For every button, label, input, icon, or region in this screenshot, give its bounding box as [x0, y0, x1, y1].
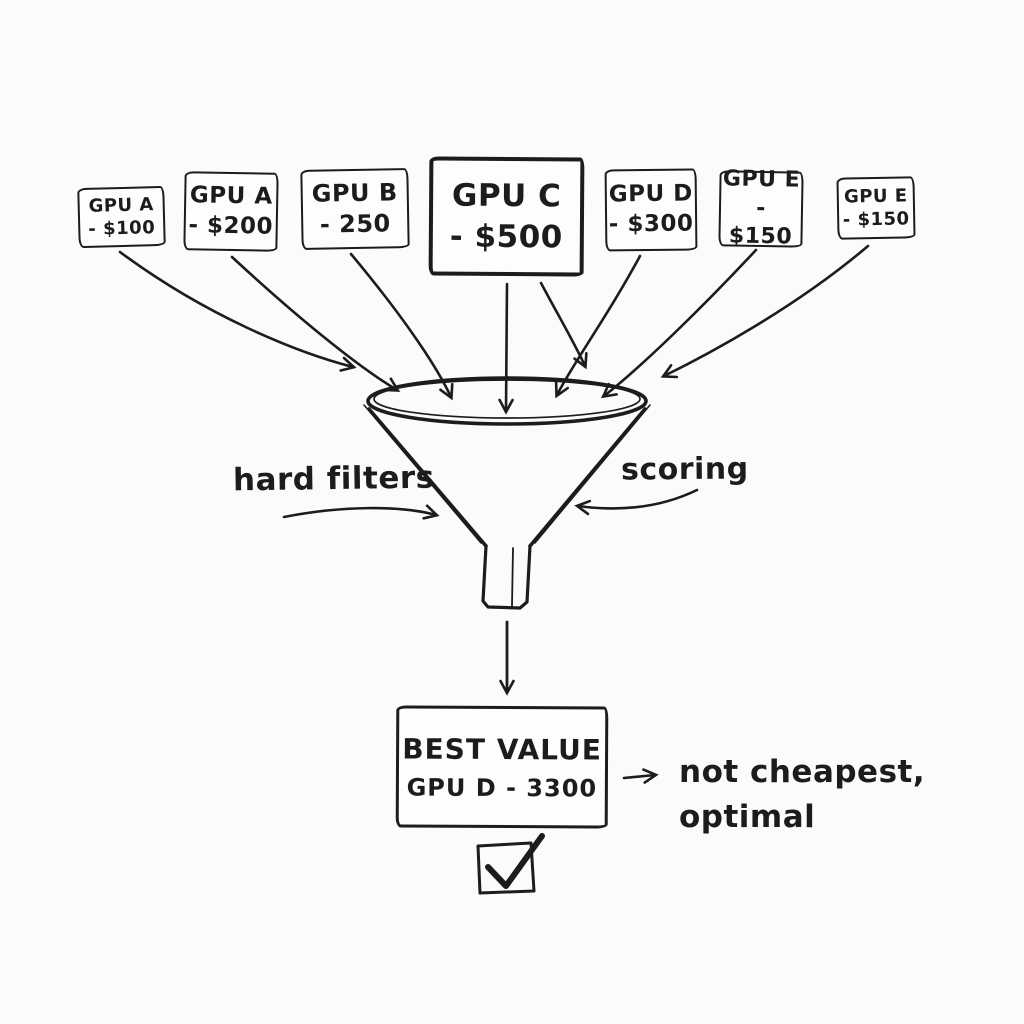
flow-arrow-1 — [118, 250, 357, 372]
gpu-name: GPU A — [88, 193, 155, 217]
hard-filters-label: hard filters — [232, 459, 435, 499]
gpu-box-2: GPU A - $200 — [183, 171, 279, 252]
scoring-label: scoring — [620, 451, 749, 488]
gpu-box-1: GPU A - $100 — [77, 185, 166, 249]
gpu-price: - $200 — [188, 211, 274, 240]
gpu-box-7: GPU E - $150 — [836, 176, 916, 240]
annotation-line-1: not cheapest, — [679, 754, 926, 790]
input-arrows — [118, 244, 870, 415]
best-value-box: BEST VALUE GPU D - 3300 — [395, 705, 609, 829]
gpu-box-6: GPU E - $150 — [718, 166, 804, 250]
flow-arrow-7 — [601, 248, 758, 399]
funnel-cone-right — [528, 407, 647, 548]
flow-arrow-4 — [498, 282, 514, 415]
checkmark-icon — [485, 833, 545, 889]
gpu-box-3: GPU B - 250 — [300, 168, 410, 250]
gpu-box-5: GPU D - $300 — [604, 168, 698, 252]
gpu-name: GPU E — [843, 185, 908, 208]
gpu-name: GPU E — [722, 166, 801, 193]
gpu-name: GPU D — [608, 180, 693, 208]
gpu-price: - $500 — [449, 218, 563, 255]
funnel-spout — [481, 544, 532, 610]
funnel-spout-sketch — [511, 547, 514, 607]
gpu-price: - $150 — [728, 195, 793, 250]
gpu-box-4: GPU C - $500 — [428, 156, 585, 277]
flow-arrow-2 — [230, 255, 401, 392]
gpu-price: - $300 — [608, 210, 694, 238]
flow-arrow-8 — [660, 244, 870, 379]
checked-checkbox — [476, 833, 545, 895]
best-value-subtitle: GPU D - 3300 — [406, 773, 598, 802]
result-annotation-arrow — [622, 768, 659, 784]
funnel-cone-left-sketch — [363, 404, 482, 544]
funnel-cone-left — [367, 407, 488, 548]
gpu-price: - $150 — [842, 208, 910, 231]
scoring-arrow — [574, 488, 699, 516]
gpu-name: GPU A — [189, 181, 273, 210]
gpu-price: - 250 — [319, 209, 391, 239]
annotation-text: not cheapest, optimal — [679, 750, 925, 840]
best-value-title: BEST VALUE — [402, 731, 602, 767]
gpu-name: GPU B — [311, 178, 398, 208]
checkbox-square — [476, 841, 536, 895]
flow-arrow-6 — [554, 254, 642, 399]
flow-arrow-5 — [539, 281, 588, 370]
annotation-line-2: optimal — [679, 798, 816, 835]
gpu-name: GPU C — [451, 177, 562, 215]
flow-arrow-3 — [349, 252, 454, 401]
funnel-cone-right-sketch — [534, 404, 651, 544]
gpu-price: - $100 — [88, 217, 156, 240]
hard-filters-arrow — [282, 504, 440, 520]
